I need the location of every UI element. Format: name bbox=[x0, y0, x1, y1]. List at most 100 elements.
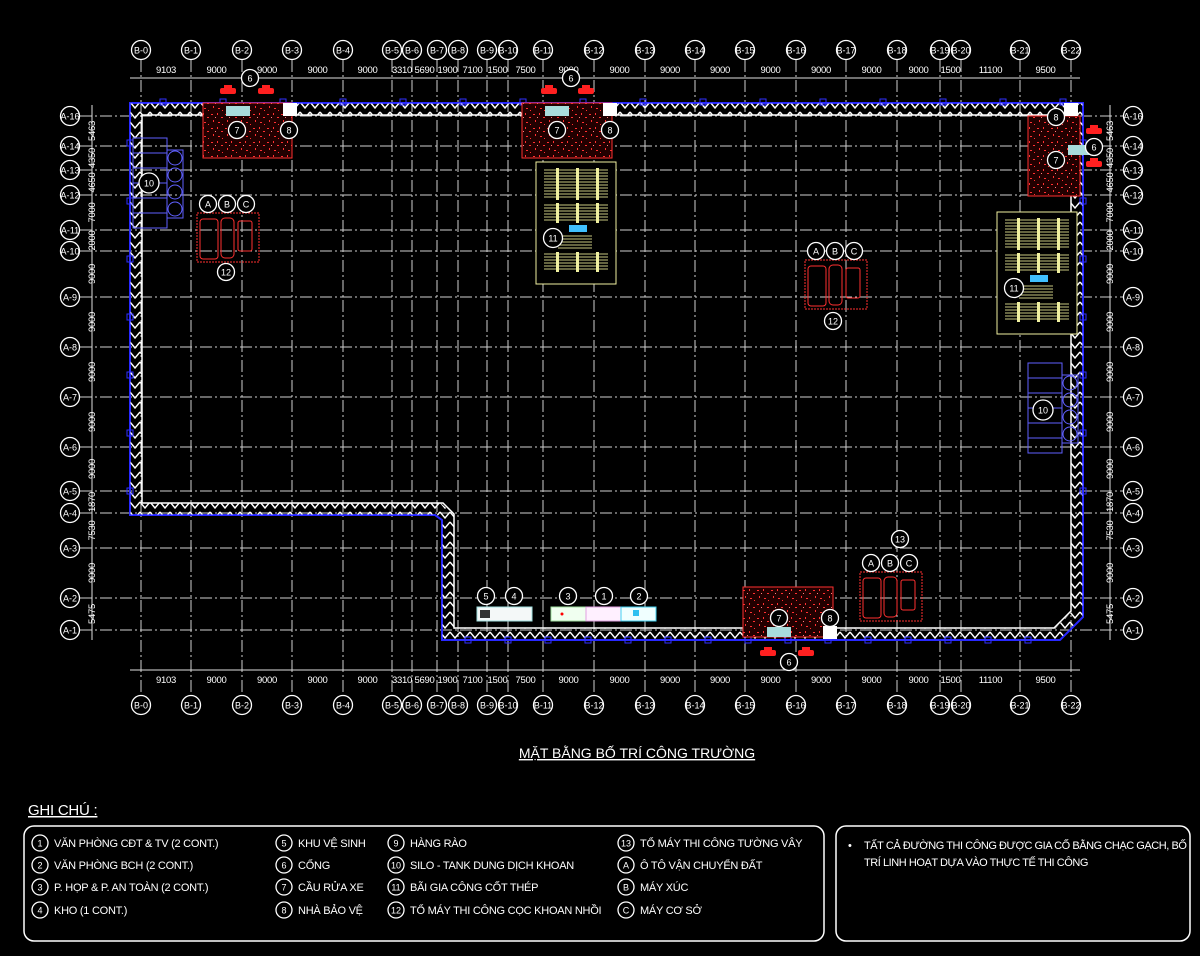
wash-bay bbox=[545, 106, 569, 116]
callout-circle bbox=[1122, 105, 1144, 127]
legend-key: C bbox=[617, 901, 635, 919]
callout-circle bbox=[1046, 107, 1066, 127]
callout-circle bbox=[532, 694, 554, 716]
callout-label: A-4 bbox=[1126, 509, 1140, 519]
callout-circle bbox=[31, 901, 49, 919]
axis-bubble-bottom: B-7 bbox=[426, 694, 448, 716]
callout-circle bbox=[1084, 137, 1104, 157]
dimension-right: 9000 bbox=[1105, 362, 1116, 382]
excavator-b bbox=[883, 576, 898, 618]
dimension-right: 1870 bbox=[1105, 492, 1116, 512]
dimension-top: 1500 bbox=[488, 65, 508, 76]
callout-circle bbox=[279, 120, 299, 140]
dimension-top: 9000 bbox=[710, 65, 730, 76]
equipment-frame bbox=[804, 259, 868, 310]
equipment-frame bbox=[859, 571, 923, 622]
wash-bay bbox=[226, 106, 250, 116]
callout-circle bbox=[426, 694, 448, 716]
callout-circle bbox=[387, 834, 405, 852]
fence-post bbox=[126, 313, 134, 321]
dimension-right: 4350 bbox=[1105, 148, 1116, 168]
callout-circle bbox=[617, 856, 635, 874]
container-meeting bbox=[550, 606, 587, 622]
callout-circle bbox=[547, 120, 567, 140]
callout-label: B-8 bbox=[451, 46, 465, 56]
axis-bubble-bottom: B-0 bbox=[130, 694, 152, 716]
callout-circle bbox=[231, 39, 253, 61]
callout-circle bbox=[476, 586, 496, 606]
callout-circle bbox=[231, 694, 253, 716]
callout-label: 10 bbox=[144, 179, 154, 189]
callout-label: B-1 bbox=[184, 46, 198, 56]
callout-label: 10 bbox=[1038, 406, 1048, 416]
callout-label: B-2 bbox=[235, 701, 249, 711]
callout-label: 6 bbox=[786, 658, 791, 668]
truck-icon bbox=[1086, 158, 1102, 167]
dimension-right: 4650 bbox=[1105, 173, 1116, 193]
callout-label: 5 bbox=[483, 592, 488, 602]
callout-circle bbox=[59, 619, 81, 641]
axis-bubble-top: B-0 bbox=[130, 39, 152, 61]
callout-circle bbox=[332, 694, 354, 716]
callout-circle bbox=[1122, 480, 1144, 502]
axis-bubble-top: B-4 bbox=[332, 39, 354, 61]
silo-callout: 10 bbox=[138, 172, 160, 194]
callout-label: A-10 bbox=[60, 247, 79, 257]
fence-post bbox=[399, 98, 407, 106]
legend-text: VĂN PHÒNG CĐT & TV (2 CONT.) bbox=[54, 837, 218, 850]
legend-text: TỔ MÁY THI CÔNG TƯỜNG VÂY bbox=[640, 837, 803, 850]
callout-circle bbox=[180, 694, 202, 716]
callout-label: B-3 bbox=[285, 46, 299, 56]
guard-callout: 8 bbox=[820, 608, 840, 628]
fence-post bbox=[126, 429, 134, 437]
wash-bay bbox=[1068, 145, 1092, 155]
callout-circle bbox=[59, 537, 81, 559]
callout-circle bbox=[684, 694, 706, 716]
fence-post bbox=[459, 98, 467, 106]
equipment-b-callout: B bbox=[825, 241, 845, 261]
dimension-bottom: 9000 bbox=[207, 675, 227, 686]
axis-bubble-top: B-22 bbox=[1060, 39, 1082, 61]
callout-circle bbox=[634, 694, 656, 716]
callout-label: 13 bbox=[895, 535, 905, 545]
axis-bubble-right: A-9 bbox=[1122, 286, 1144, 308]
callout-circle bbox=[59, 184, 81, 206]
axis-bubble-right: A-14 bbox=[1122, 135, 1144, 157]
axis-bubble-top: B-21 bbox=[1009, 39, 1031, 61]
callout-label: 8 bbox=[1053, 113, 1058, 123]
crane-c bbox=[900, 579, 916, 611]
callout-circle bbox=[59, 336, 81, 358]
wash-callout: 7 bbox=[769, 608, 789, 628]
callout-circle bbox=[275, 878, 293, 896]
wash-area: 78 bbox=[1027, 103, 1092, 197]
callout-circle bbox=[1060, 39, 1082, 61]
note-line-2: TRÍ LINH HOẠT DỰA VÀO THỰC TẾ THI CÔNG bbox=[864, 856, 1088, 869]
fence-post bbox=[664, 636, 672, 644]
axis-bubble-right: A-1 bbox=[1122, 619, 1144, 641]
fence-post bbox=[819, 98, 827, 106]
axis-bubble-top: B-9 bbox=[476, 39, 498, 61]
dimension-right: 9000 bbox=[1105, 312, 1116, 332]
callout-circle bbox=[31, 834, 49, 852]
axis-bubble-left: A-9 bbox=[59, 286, 81, 308]
excavator-b bbox=[828, 264, 843, 306]
fence-post bbox=[339, 98, 347, 106]
tank-circle bbox=[1062, 409, 1078, 425]
callout-label: 2 bbox=[636, 592, 641, 602]
truck-cab bbox=[802, 647, 810, 650]
callout-circle bbox=[558, 586, 578, 606]
fence-post bbox=[699, 98, 707, 106]
equipment-b-callout: B bbox=[880, 553, 900, 573]
callout-circle bbox=[130, 694, 152, 716]
dimension-left: 4650 bbox=[87, 173, 98, 193]
callout-circle bbox=[387, 856, 405, 874]
callout-circle bbox=[138, 172, 160, 194]
axis-bubble-left: A-11 bbox=[59, 219, 81, 241]
callout-label: A-12 bbox=[60, 191, 79, 201]
truck-icon bbox=[541, 85, 557, 94]
callout-label: 6 bbox=[1091, 143, 1096, 153]
callout-circle bbox=[617, 834, 635, 852]
